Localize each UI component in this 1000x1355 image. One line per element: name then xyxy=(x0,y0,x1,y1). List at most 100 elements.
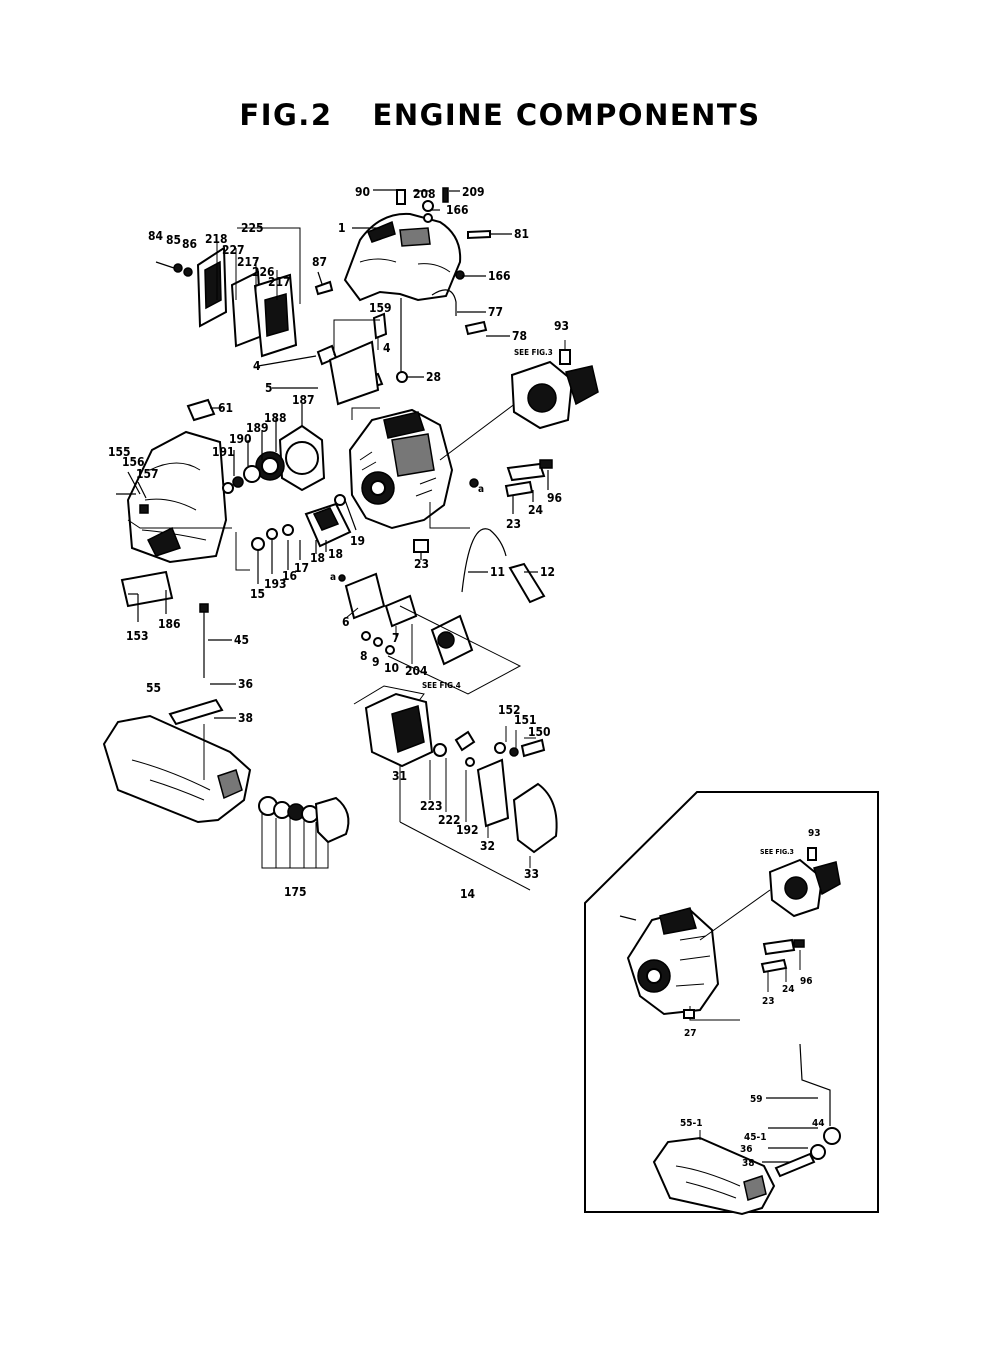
label-16: 16 xyxy=(282,569,297,583)
inset-label-23: 23 xyxy=(762,996,775,1007)
label-84: 84 xyxy=(148,229,164,243)
engine-cover-group xyxy=(314,187,512,372)
inset-label-36: 36 xyxy=(740,1144,753,1155)
label-217b: 217 xyxy=(268,275,291,289)
clutch-housing-group xyxy=(116,398,326,622)
alternate-parts-inset xyxy=(584,791,879,1216)
label-225: 225 xyxy=(241,221,264,235)
label-6: 6 xyxy=(342,615,350,629)
figure-number: FIG.2 xyxy=(239,98,333,132)
label-4a: 4 xyxy=(253,359,261,373)
fuel-tank-group xyxy=(102,603,350,869)
label-227: 227 xyxy=(222,243,245,257)
label-151: 151 xyxy=(514,713,537,727)
label-32: 32 xyxy=(480,839,495,853)
label-193: 193 xyxy=(264,577,287,591)
label-93: 93 xyxy=(554,319,569,333)
inset-label-96: 96 xyxy=(800,976,813,987)
label-77: 77 xyxy=(488,305,503,319)
label-86: 86 xyxy=(182,237,197,251)
label-45: 45 xyxy=(234,633,249,647)
label-190: 190 xyxy=(229,432,252,446)
label-166b: 166 xyxy=(488,269,511,283)
inset-label-59: 59 xyxy=(750,1094,763,1105)
label-23a: 23 xyxy=(506,517,521,531)
figure-title: FIG.2 ENGINE COMPONENTS xyxy=(0,98,1000,132)
label-189: 189 xyxy=(246,421,269,435)
label-78: 78 xyxy=(512,329,527,343)
label-7: 7 xyxy=(392,631,400,645)
inset-label-44: 44 xyxy=(812,1118,825,1129)
label-61: 61 xyxy=(218,401,233,415)
label-186: 186 xyxy=(158,617,181,631)
label-1: 1 xyxy=(338,221,346,235)
right-small-parts xyxy=(413,459,553,604)
inset-see-fig3-ref: SEE FIG.3 xyxy=(760,848,794,856)
label-31: 31 xyxy=(392,769,407,783)
label-157: 157 xyxy=(136,467,159,481)
label-166a: 166 xyxy=(446,203,469,217)
label-36: 36 xyxy=(238,677,253,691)
label-187: 187 xyxy=(292,393,315,407)
main-callout-labels: 90 208 209 166 1 81 87 166 77 78 84 85 8… xyxy=(108,185,569,901)
inset-callout-labels: 93 SEE FIG.3 96 24 23 27 59 55-1 44 45-1… xyxy=(680,828,825,1169)
ignition-group xyxy=(235,494,357,584)
air-cleaner-group xyxy=(353,685,558,891)
label-a2: a xyxy=(330,572,336,583)
inset-label-38: 38 xyxy=(742,1158,755,1169)
label-24: 24 xyxy=(528,503,544,517)
see-fig4-ref: SEE FIG.4 xyxy=(422,681,461,690)
inset-label-24: 24 xyxy=(782,984,795,995)
label-155: 155 xyxy=(108,445,131,459)
label-11: 11 xyxy=(490,565,505,579)
inset-label-55-1: 55-1 xyxy=(680,1118,703,1129)
label-33: 33 xyxy=(524,867,539,881)
label-8: 8 xyxy=(360,649,368,663)
label-12: 12 xyxy=(540,565,555,579)
label-191: 191 xyxy=(212,445,235,459)
label-38: 38 xyxy=(238,711,253,725)
label-192: 192 xyxy=(456,823,479,837)
label-5: 5 xyxy=(265,381,273,395)
label-208: 208 xyxy=(413,187,436,201)
label-81: 81 xyxy=(514,227,529,241)
see-fig3-ref: SEE FIG.3 xyxy=(514,348,553,357)
label-4b: 4 xyxy=(383,341,391,355)
label-90: 90 xyxy=(355,185,370,199)
label-15: 15 xyxy=(250,587,265,601)
label-96: 96 xyxy=(547,491,562,505)
label-9: 9 xyxy=(372,655,380,669)
label-152: 152 xyxy=(498,703,521,717)
label-14: 14 xyxy=(460,887,476,901)
inset-label-27: 27 xyxy=(684,1028,697,1039)
label-226: 226 xyxy=(252,265,275,279)
label-153: 153 xyxy=(126,629,149,643)
label-55: 55 xyxy=(146,681,161,695)
label-a1: a xyxy=(478,484,484,495)
label-10: 10 xyxy=(384,661,399,675)
label-156: 156 xyxy=(122,455,145,469)
label-19: 19 xyxy=(350,534,365,548)
label-204: 204 xyxy=(405,664,428,678)
muffler-group xyxy=(155,227,424,406)
inset-label-45-1: 45-1 xyxy=(744,1132,767,1143)
label-218: 218 xyxy=(205,232,228,246)
label-223: 223 xyxy=(420,799,443,813)
label-87: 87 xyxy=(312,255,327,269)
figure-heading: ENGINE COMPONENTS xyxy=(372,98,761,132)
label-18a: 18 xyxy=(328,547,343,561)
label-150: 150 xyxy=(528,725,551,739)
carburetor-group xyxy=(338,572,522,695)
label-17: 17 xyxy=(294,561,309,575)
label-23b: 23 xyxy=(414,557,429,571)
label-28: 28 xyxy=(426,370,441,384)
label-222: 222 xyxy=(438,813,461,827)
inset-label-93: 93 xyxy=(808,828,821,839)
recoil-starter xyxy=(510,340,599,430)
label-188: 188 xyxy=(264,411,287,425)
label-175: 175 xyxy=(284,885,307,899)
label-159: 159 xyxy=(369,301,392,315)
label-18b: 18 xyxy=(310,551,325,565)
